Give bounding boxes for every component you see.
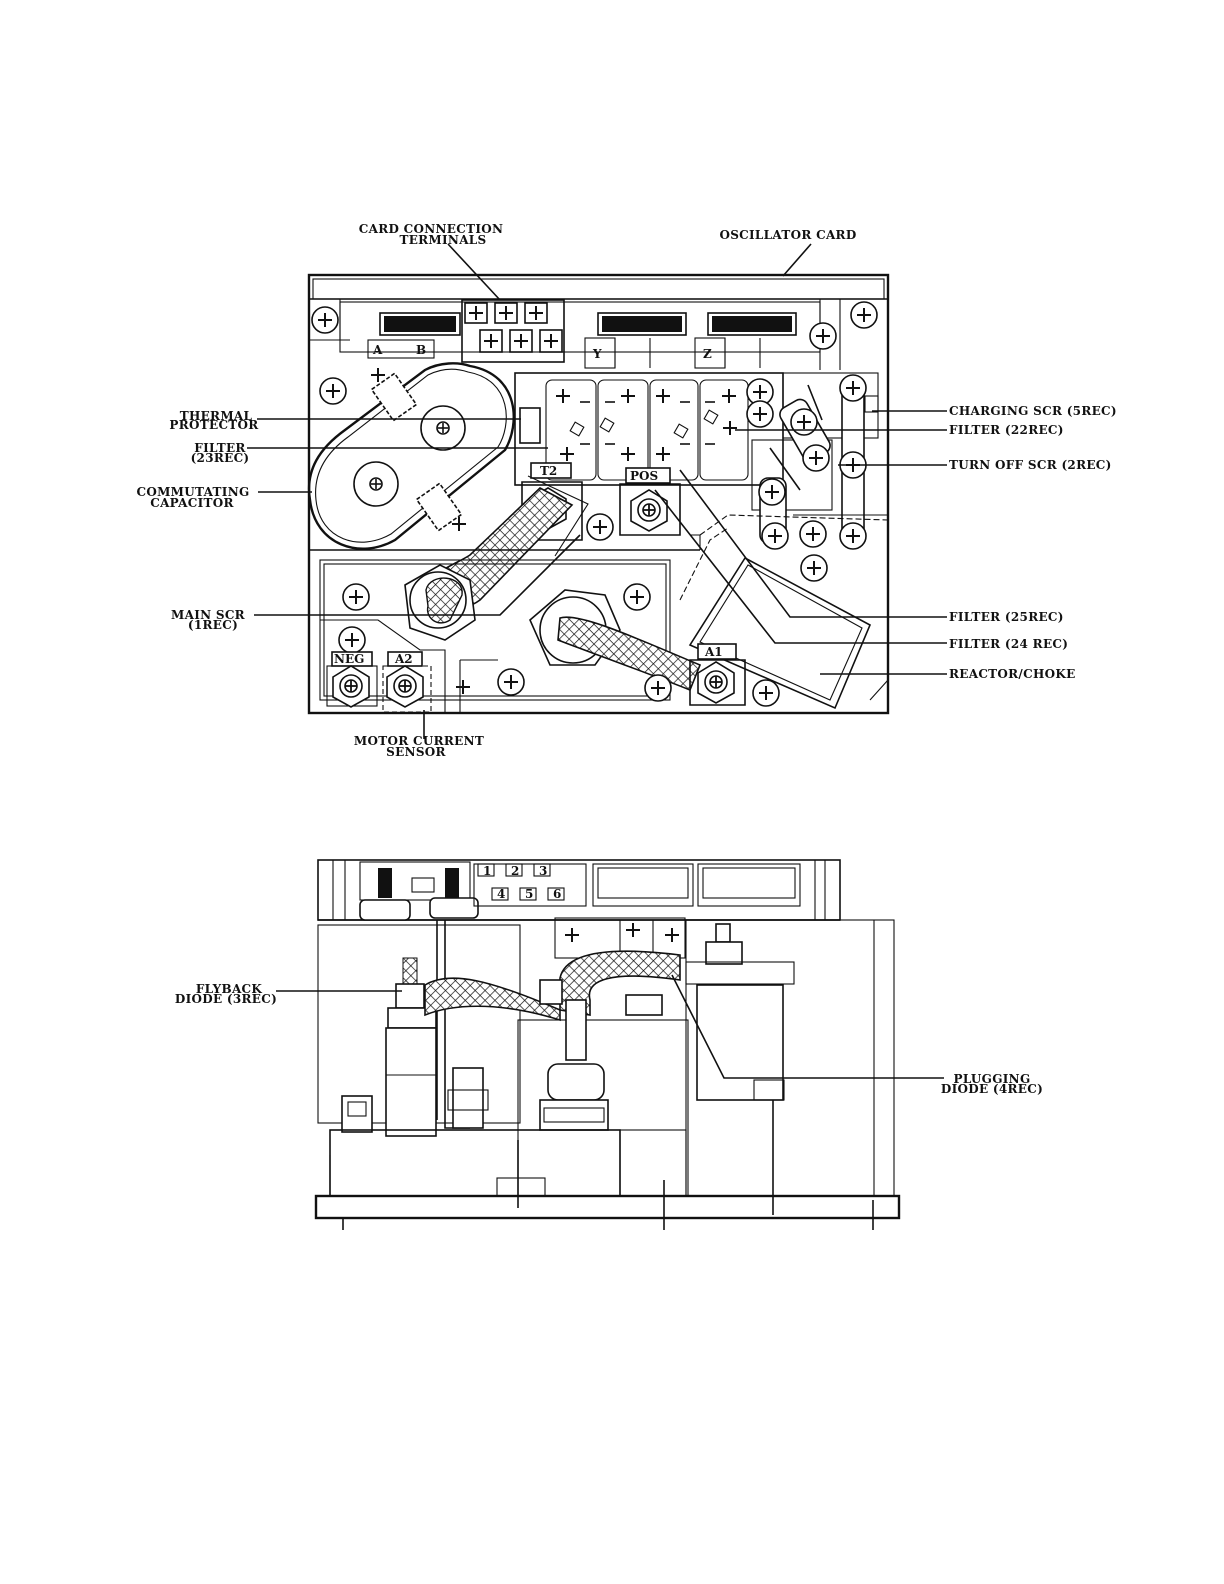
terminal-b-tag: B <box>416 343 426 357</box>
plugging-diode <box>685 923 795 1101</box>
leader-lines <box>247 243 947 739</box>
a1-bolt-icon <box>697 661 735 704</box>
pos-bolt-icon <box>630 489 668 532</box>
thermal-protector <box>519 407 541 444</box>
a2-bolt-icon <box>386 665 424 708</box>
card-connection-terminals-label-2: TERMINALS <box>399 233 486 247</box>
commutating-capacitor-label-2: CAPACITOR <box>150 496 234 510</box>
terminal-t2-tag: T2 <box>540 464 557 478</box>
flyback-diode-label-2: DIODE (3REC) <box>175 992 277 1006</box>
top-view-callouts: CARD CONNECTION TERMINALS OSCILLATOR CAR… <box>136 222 1116 759</box>
motor-current-sensor <box>382 665 432 713</box>
top-view: A B Y Z <box>247 243 947 739</box>
plugging-diode-label-2: DIODE (4REC) <box>941 1082 1043 1096</box>
main-scr-label-1: MAIN SCR <box>171 608 246 622</box>
screw-icon <box>586 513 614 541</box>
thermal-protector-label-2: PROTECTOR <box>169 418 259 432</box>
pin-1: 1 <box>483 864 491 878</box>
thermal-protector-label-1: THERMAL <box>180 409 253 423</box>
terminal-a1-tag: A1 <box>704 645 723 659</box>
terminal-neg-tag: NEG <box>334 652 364 666</box>
filter-23rec-label-1: FILTER <box>194 441 246 455</box>
terminal-z-tag: Z <box>703 347 712 361</box>
terminal-y-tag: Y <box>592 347 602 361</box>
screw-icon <box>850 301 878 329</box>
screw-icon <box>623 583 651 611</box>
terminal-pos-tag: POS <box>630 469 658 483</box>
plugging-diode-label-1: PLUGGING <box>954 1072 1031 1086</box>
charging-scr-label: CHARGING SCR (5REC) <box>949 404 1117 418</box>
oscillator-card <box>339 299 841 370</box>
flyback-diode <box>341 920 489 1137</box>
card-connection-terminals <box>461 299 565 363</box>
filter-24rec-label: FILTER (24 REC) <box>949 637 1068 651</box>
card-connection-terminals-label-1: CARD CONNECTION <box>359 222 504 236</box>
screw-icon <box>311 306 339 334</box>
motor-current-sensor-label-2: SENSOR <box>386 745 446 759</box>
side-view-base <box>314 1194 901 1220</box>
main-scr-label-2: (1REC) <box>188 618 238 632</box>
commutating-capacitor <box>307 362 515 550</box>
pin-6: 6 <box>553 887 561 901</box>
filter-23rec-label-2: (23REC) <box>191 451 250 465</box>
center-stud <box>529 589 702 692</box>
screw-icon <box>342 583 370 611</box>
reactor-choke-label: REACTOR/CHOKE <box>949 667 1076 681</box>
pin-4: 4 <box>497 887 505 901</box>
filter-22rec-label: FILTER (22REC) <box>949 423 1064 437</box>
charging-turnoff-scr <box>746 372 888 582</box>
neg-bolt-icon <box>332 665 370 708</box>
main-scr <box>404 564 476 641</box>
screw-icon <box>644 674 672 702</box>
pin-3: 3 <box>539 864 547 878</box>
side-view-callouts: FLYBACK DIODE (3REC) PLUGGING DIODE (4RE… <box>175 982 1043 1096</box>
side-view: 1 2 3 4 5 6 <box>276 859 944 1230</box>
turn-off-scr-label: TURN OFF SCR (2REC) <box>949 458 1112 472</box>
neg-a2-terminals: NEG A2 <box>320 619 525 713</box>
pin-5: 5 <box>525 887 533 901</box>
flyback-diode-label-1: FLYBACK <box>196 982 263 996</box>
screw-icon <box>752 679 780 707</box>
motor-current-sensor-label-1: MOTOR CURRENT <box>354 734 484 748</box>
pin-2: 2 <box>511 864 519 878</box>
screw-icon <box>319 377 347 405</box>
commutating-capacitor-label-1: COMMUTATING <box>136 485 249 499</box>
filter-25rec-label: FILTER (25REC) <box>949 610 1064 624</box>
terminal-a-tag: A <box>372 343 383 357</box>
screw-icon <box>809 322 837 350</box>
terminal-a2-tag: A2 <box>394 652 413 666</box>
oscillator-card-label: OSCILLATOR CARD <box>719 228 856 242</box>
reactor-choke <box>679 514 889 710</box>
